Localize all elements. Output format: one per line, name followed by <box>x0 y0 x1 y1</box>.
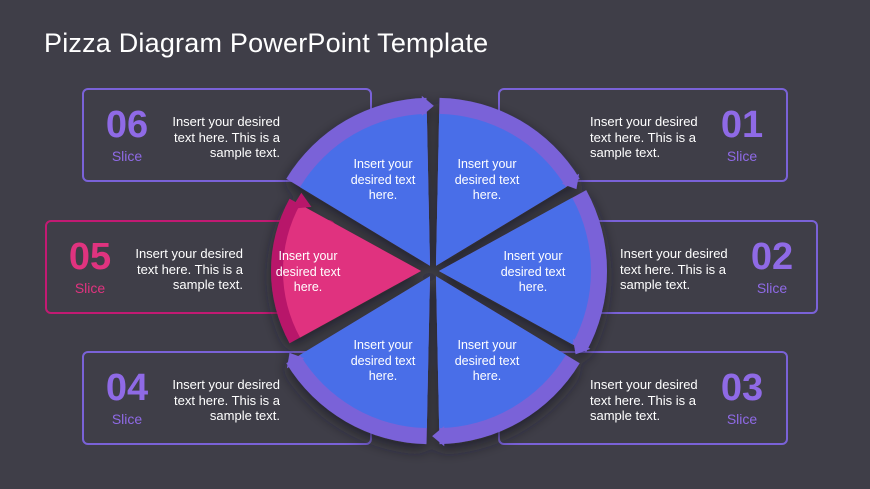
slice-number: 04 <box>105 367 149 409</box>
card-text: Insert your desired text here. This is a… <box>620 246 728 292</box>
slice-label: Slice <box>111 411 143 427</box>
arrow-icon <box>286 352 305 369</box>
slice-number: 05 <box>68 236 112 278</box>
slice-03-text: Insert your desired text here. <box>454 338 520 383</box>
card-text: Insert your desired text here. This is a… <box>135 246 243 292</box>
arrow-icon <box>432 426 445 447</box>
slice-number: 01 <box>720 104 764 146</box>
slice-number: 03 <box>720 367 764 409</box>
card-slice-04: 04 Slice Insert your desired text here. … <box>82 351 372 445</box>
arrow-icon <box>561 173 580 190</box>
slice-04-text: Insert your desired text here. <box>350 338 416 383</box>
arrow-icon <box>421 95 434 116</box>
slice-01-text: Insert your desired text here. <box>454 157 520 202</box>
arrow-icon <box>572 338 591 355</box>
slice-4 <box>299 276 430 429</box>
slice-label: Slice <box>74 280 106 296</box>
card-slice-02: Insert your desired text here. This is a… <box>528 220 818 314</box>
slice-label: Slice <box>726 411 758 427</box>
card-text: Insert your desired text here. This is a… <box>590 377 698 423</box>
slice-06-text: Insert your desired text here. <box>350 157 416 202</box>
slice-3 <box>436 276 567 429</box>
card-text: Insert your desired text here. This is a… <box>590 114 698 160</box>
slice-5 <box>283 204 421 338</box>
card-slice-06: 06 Slice Insert your desired text here. … <box>82 88 372 182</box>
slice-number: 06 <box>105 104 149 146</box>
slice-02-text: Insert your desired text here. <box>500 249 566 294</box>
slice-1 <box>436 113 567 266</box>
page-title: Pizza Diagram PowerPoint Template <box>44 28 489 58</box>
slice-label: Slice <box>111 148 143 164</box>
slice-05-text: Insert your desired text here. <box>275 249 341 294</box>
slice-6 <box>299 113 430 266</box>
slice-label: Slice <box>726 148 758 164</box>
slice-2 <box>439 197 591 345</box>
slice-number: 02 <box>750 236 794 278</box>
card-text: Insert your desired text here. This is a… <box>172 377 280 423</box>
arrow-icon <box>291 192 312 209</box>
card-slice-01: Insert your desired text here. This is a… <box>498 88 788 182</box>
slice-label: Slice <box>756 280 788 296</box>
card-text: Insert your desired text here. This is a… <box>172 114 280 160</box>
